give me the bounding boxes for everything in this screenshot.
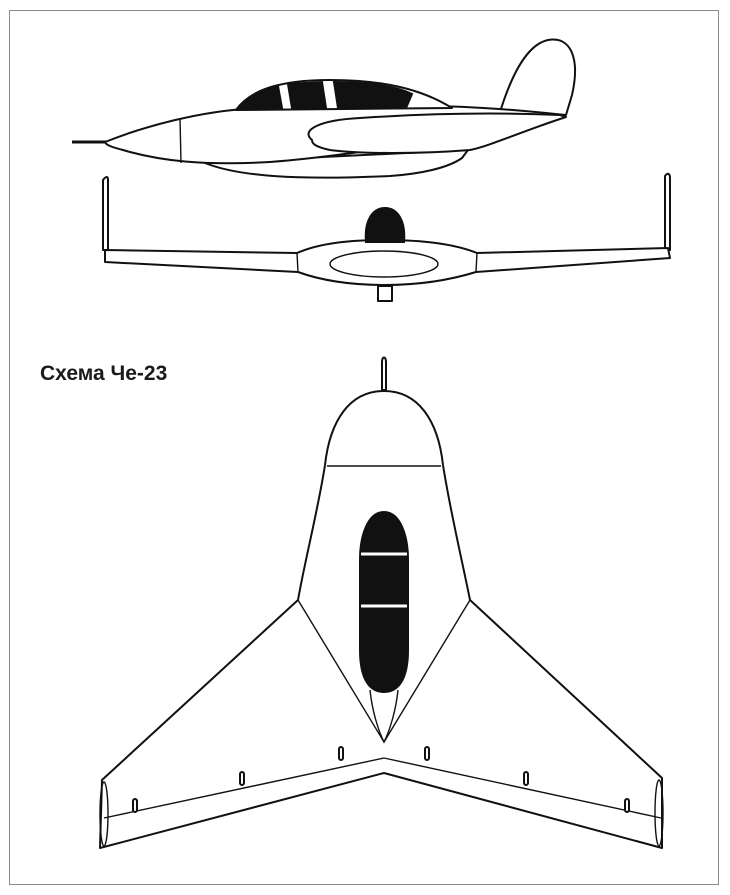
top-left-root-line bbox=[297, 599, 385, 743]
top-left-wingtip bbox=[99, 781, 109, 847]
top-right-wingtip bbox=[654, 779, 664, 847]
front-left-wingtip-fin bbox=[102, 176, 109, 251]
front-left-panel-join bbox=[296, 252, 299, 273]
top-rear-fairing bbox=[369, 689, 399, 744]
front-ventral-stub bbox=[377, 285, 393, 302]
top-view bbox=[99, 356, 664, 849]
top-right-actuator-2 bbox=[523, 771, 529, 786]
top-right-flap-line bbox=[383, 757, 662, 819]
side-canopy-glass-rear bbox=[332, 80, 414, 109]
top-right-actuator-1 bbox=[424, 746, 430, 761]
front-right-wingtip-fin bbox=[664, 172, 671, 251]
side-fin bbox=[499, 38, 576, 116]
top-right-root-line bbox=[383, 599, 471, 743]
side-canopy-glass-middle bbox=[286, 80, 328, 109]
side-view bbox=[72, 38, 576, 179]
front-view bbox=[102, 172, 671, 302]
top-canopy bbox=[359, 510, 409, 694]
drawing-frame bbox=[9, 10, 719, 885]
top-left-actuator-3 bbox=[338, 746, 344, 761]
diagram-title: Схема Че-23 bbox=[40, 362, 168, 385]
front-right-panel-join bbox=[475, 252, 478, 273]
top-left-actuator-1 bbox=[132, 798, 138, 813]
front-wing bbox=[104, 239, 671, 286]
front-intake bbox=[329, 250, 439, 278]
top-right-actuator-3 bbox=[624, 798, 630, 813]
front-canopy bbox=[364, 206, 406, 243]
top-left-flap-line bbox=[103, 757, 385, 819]
side-nose-panel-line bbox=[179, 117, 182, 164]
side-canopy-glass-front bbox=[235, 84, 284, 109]
side-wing bbox=[307, 112, 567, 154]
top-left-actuator-2 bbox=[239, 771, 245, 786]
top-nose-probe bbox=[381, 356, 387, 391]
